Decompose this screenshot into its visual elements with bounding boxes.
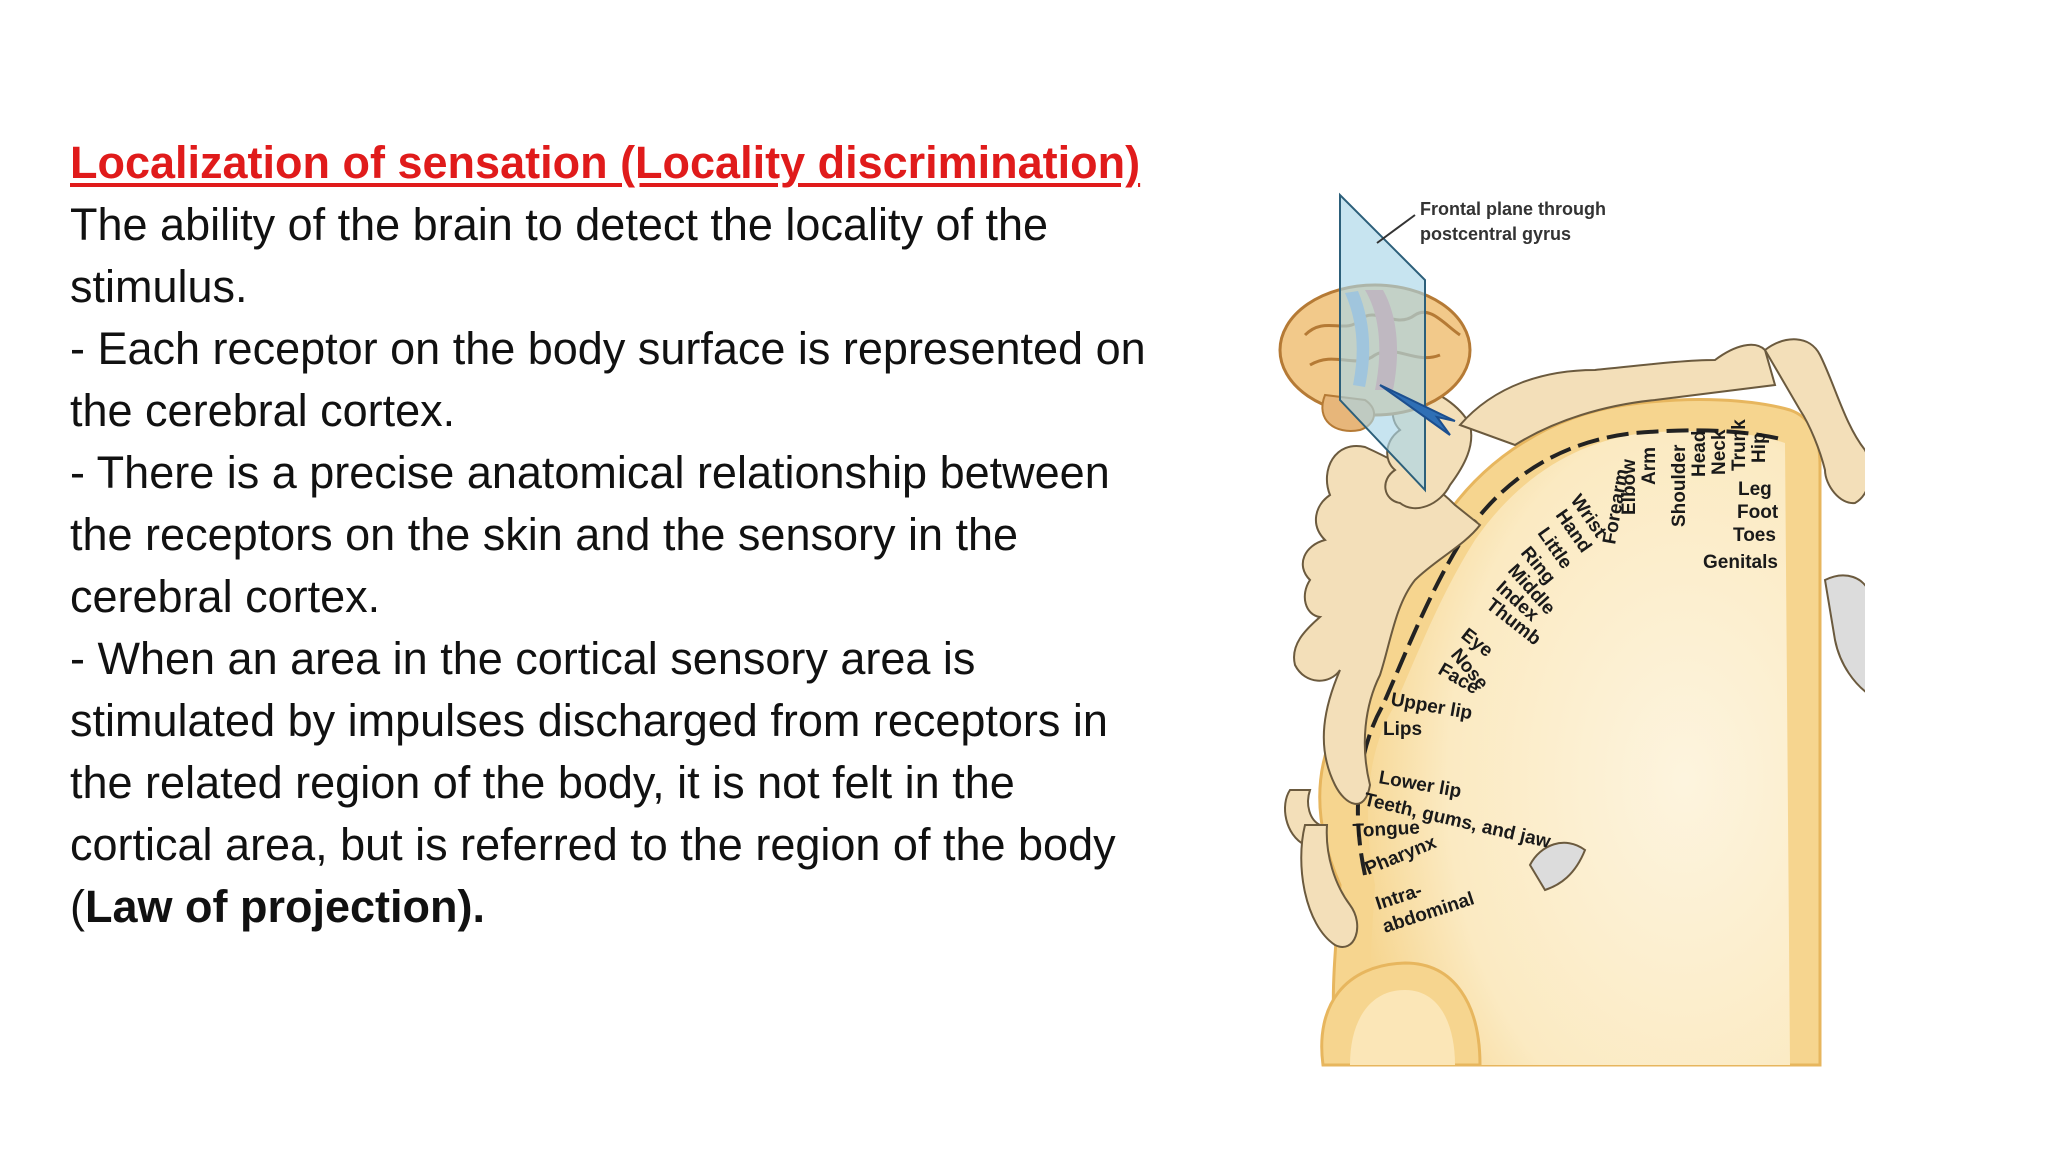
label-tongue: Tongue — [1352, 818, 1420, 842]
label-genitals: Genitals — [1703, 552, 1778, 573]
homunculus-arm — [1458, 343, 1777, 447]
caption-leader — [1376, 214, 1416, 244]
label-leg: Leg — [1738, 479, 1772, 500]
homunculus-genitals — [1823, 574, 1865, 693]
homunculus-svg: Frontal plane through postcentral gyrus … — [1278, 192, 1865, 1067]
paragraph-law-of-projection: - When an area in the cortical sensory a… — [70, 628, 1160, 938]
sensory-homunculus-figure: Frontal plane through postcentral gyrus … — [1265, 185, 1865, 1075]
lower-gyrus-inner — [1350, 990, 1455, 1065]
homunculus-tongue — [1300, 824, 1359, 948]
label-elbow: Elbow — [1619, 459, 1640, 515]
figure-caption-line2: postcentral gyrus — [1420, 224, 1571, 244]
slide-title: Localization of sensation (Locality disc… — [70, 137, 1141, 188]
homunculus-head — [1293, 444, 1482, 805]
white-matter — [1367, 431, 1790, 1066]
label-foot: Foot — [1737, 502, 1779, 523]
paragraph-receptor-representation: - Each receptor on the body surface is r… — [70, 323, 1146, 436]
paragraph-definition: The ability of the brain to detect the l… — [70, 199, 1049, 312]
label-neck: Neck — [1709, 429, 1730, 475]
projection-text: - When an area in the cortical sensory a… — [70, 633, 1116, 932]
paragraph-anatomical-relationship: - There is a precise anatomical relation… — [70, 447, 1110, 622]
label-toes: Toes — [1733, 525, 1776, 546]
label-head: Head — [1689, 431, 1710, 477]
brain-inset — [1278, 192, 1472, 493]
figure-caption-line1: Frontal plane through — [1420, 199, 1606, 219]
homunculus — [1284, 338, 1865, 948]
slide-text: Localization of sensation (Locality disc… — [70, 132, 1160, 938]
law-of-projection-bold: Law of projection). — [85, 881, 485, 932]
label-arm: Arm — [1639, 447, 1660, 485]
label-hip: Hip — [1749, 432, 1770, 463]
label-trunk: Trunk — [1729, 419, 1750, 471]
label-lips: Lips — [1383, 719, 1422, 740]
label-shoulder: Shoulder — [1669, 444, 1690, 527]
frontal-plane — [1339, 192, 1426, 493]
homunculus-abdominal — [1528, 841, 1587, 892]
homunculus-leg — [1763, 338, 1865, 505]
frontal-plane-arrow — [1379, 384, 1456, 436]
